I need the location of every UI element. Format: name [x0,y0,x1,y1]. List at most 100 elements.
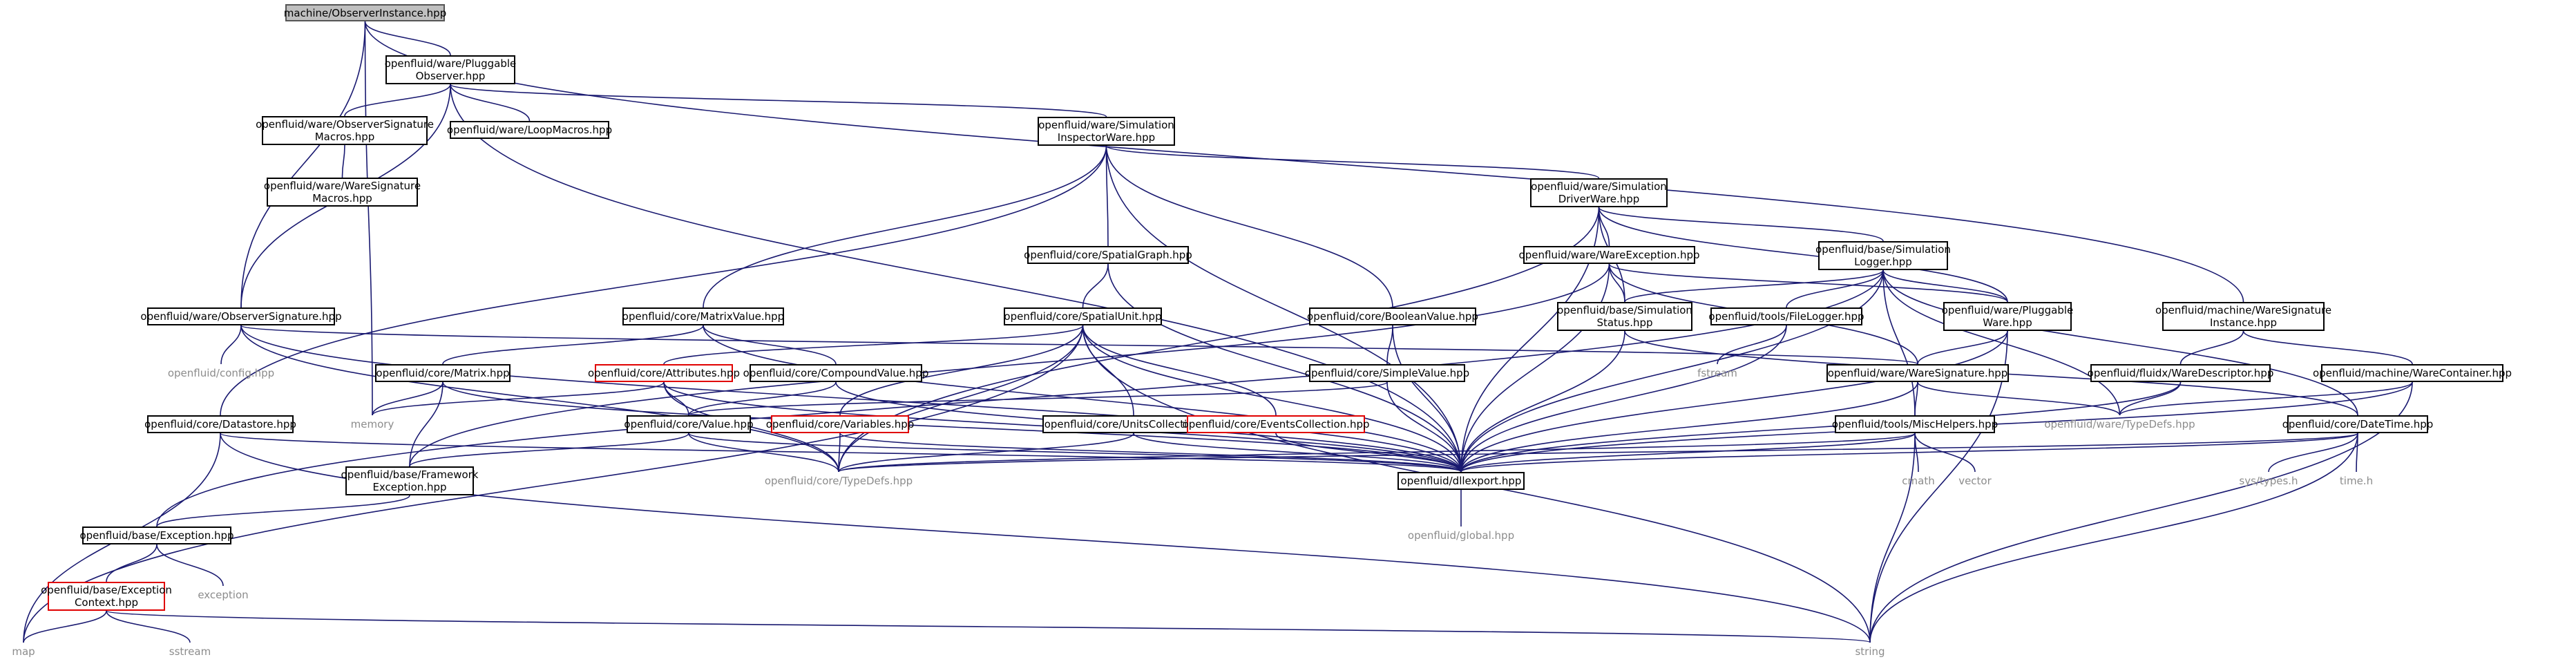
edge-observer_instance-to-machine_ware_sig_instance [364,21,2244,303]
node-simulation-driver-ware[interactable]: openfluid/ware/Simulation DriverWare.hpp [1530,178,1668,207]
node-observer-signature-macros[interactable]: openfluid/ware/ObserverSignature Macros.… [256,116,434,145]
edge-compound_value-to-value [688,381,837,416]
node-ware-exception[interactable]: openfluid/ware/WareException.hpp [1519,246,1700,264]
edge-sim_logger-to-sim_status [1624,269,1884,303]
edge-date_time-to-string [1869,433,2358,643]
node-global[interactable]: openfluid/global.hpp [1407,529,1515,542]
edge-matrix_value-to-dllexport [703,325,1462,473]
node-time-h[interactable]: time.h [2339,475,2374,487]
edge-sim_logger-to-misc_helpers [1882,269,1916,416]
node-framework-exception[interactable]: openfluid/base/Framework Exception.hpp [341,466,479,495]
node-file-logger[interactable]: openfluid/tools/FileLogger.hpp [1708,307,1864,325]
edge-machine_ware_sig_instance-to-ware_container [2242,330,2413,365]
edge-date_time-to-core_typedefs [838,433,2358,473]
node-spatial-unit[interactable]: openfluid/core/SpatialUnit.hpp [1004,307,1162,325]
edge-attributes-to-memory [372,381,665,416]
edge-date_time-to-dllexport [1460,433,2358,473]
edge-misc_helpers-to-core_typedefs [838,433,1916,473]
edge-units_collection-to-dllexport [1133,433,1462,473]
edge-pluggable_observer-to-observer_sig_macros [344,84,451,117]
node-value[interactable]: openfluid/core/Value.hpp [624,415,754,433]
edge-sim_inspector-to-sim_driver [1105,145,1600,179]
node-boolean-value[interactable]: openfluid/core/BooleanValue.hpp [1307,307,1478,325]
edge-base_exception-to-exception [156,544,224,587]
edge-spatial_unit-to-dllexport [1082,325,1462,473]
edge-variables-to-dllexport [839,433,1462,473]
node-config[interactable]: openfluid/config.hpp [167,367,275,379]
edge-spatial_unit-to-events_collection [1082,325,1277,416]
node-pluggable-ware[interactable]: openfluid/ware/Pluggable Ware.hpp [1942,302,2073,331]
node-loop-macros[interactable]: openfluid/ware/LoopMacros.hpp [447,121,612,139]
edge-sim_driver-to-sim_logger [1598,207,1884,242]
edge-sim_inspector-to-matrix_value [703,145,1107,308]
node-ware-signature-macros[interactable]: openfluid/ware/WareSignature Macros.hpp [264,178,421,207]
node-observer-signature[interactable]: openfluid/ware/ObserverSignature.hpp [140,307,342,325]
node-fstream[interactable]: fstream [1697,367,1737,379]
edge-spatial_unit-to-core_typedefs [838,325,1084,473]
node-core-typedefs[interactable]: openfluid/core/TypeDefs.hpp [764,475,913,487]
edge-exception_context-to-string [106,610,1871,643]
edge-observer_sig-to-ware_signature [240,325,1918,365]
node-spatial-graph[interactable]: openfluid/core/SpatialGraph.hpp [1024,246,1192,264]
node-memory[interactable]: memory [350,418,394,430]
edge-spatial_unit-to-map [23,325,1084,643]
edge-pluggable_ware-to-string [1869,330,2008,643]
edge-spatial_unit-to-attributes [663,325,1084,365]
node-ware-signature[interactable]: openfluid/ware/WareSignature.hpp [1826,364,2009,382]
node-pluggable-observer[interactable]: openfluid/ware/Pluggable Observer.hpp [385,55,516,84]
node-machine-ware-signature-instance[interactable]: openfluid/machine/WareSignature Instance… [2155,302,2331,331]
edge-ware_container-to-ware_typedefs [2119,381,2413,416]
edge-misc_helpers-to-vector [1914,433,1976,473]
edge-simple_value-to-dllexport [1386,381,1462,473]
edge-matrix_value-to-matrix [442,325,704,365]
node-exception-context[interactable]: openfluid/base/Exception Context.hpp [41,582,172,611]
node-variables[interactable]: openfluid/core/Variables.hpp [766,415,914,433]
edge-pluggable_observer-to-sim_inspector [450,84,1107,117]
node-map[interactable]: map [12,645,35,658]
node-sys-types[interactable]: sys/types.h [2239,475,2298,487]
node-simulation-inspector-ware[interactable]: openfluid/ware/Simulation InspectorWare.… [1038,117,1175,146]
node-misc-helpers[interactable]: openfluid/tools/MiscHelpers.hpp [1832,415,1998,433]
edge-spatial_unit-to-variables [839,325,1084,416]
node-compound-value[interactable]: openfluid/core/CompoundValue.hpp [743,364,928,382]
node-events-collection[interactable]: openfluid/core/EventsCollection.hpp [1183,415,1370,433]
node-vector[interactable]: vector [1958,475,1992,487]
node-datastore[interactable]: openfluid/core/Datastore.hpp [144,415,296,433]
edge-datastore-to-string [220,433,1871,643]
edge-value-to-core_typedefs [688,433,839,473]
edge-value-to-framework_exception [409,433,689,467]
node-ware-descriptor[interactable]: openfluid/fluidx/WareDescriptor.hpp [2088,364,2273,382]
node-sstream[interactable]: sstream [169,645,211,658]
edge-matrix-to-memory [372,381,443,416]
node-simple-value[interactable]: openfluid/core/SimpleValue.hpp [1305,364,1469,382]
edge-sim_inspector-to-spatial_graph [1105,145,1109,247]
edge-observer_instance-to-pluggable_observer [364,21,451,56]
node-matrix[interactable]: openfluid/core/Matrix.hpp [375,364,511,382]
node-date-time[interactable]: openfluid/core/DateTime.hpp [2282,415,2433,433]
node-base-exception[interactable]: openfluid/base/Exception.hpp [79,527,234,544]
node-simulation-logger[interactable]: openfluid/base/Simulation Logger.hpp [1815,241,1951,270]
node-attributes[interactable]: openfluid/core/Attributes.hpp [588,364,740,382]
edge-observer_instance-to-memory [364,21,373,416]
edge-spatial_graph-to-spatial_unit [1082,263,1109,308]
edge-sim_status-to-dllexport [1460,330,1625,473]
edge-sim_logger-to-file_logger [1786,269,1884,308]
node-observer-instance[interactable]: machine/ObserverInstance.hpp [284,4,446,21]
node-matrix-value[interactable]: openfluid/core/MatrixValue.hpp [622,307,784,325]
edge-pluggable_observer-to-dllexport [450,84,1462,473]
node-cmath[interactable]: cmath [1902,475,1935,487]
edge-spatial_unit-to-units_collection [1082,325,1134,416]
node-simulation-status[interactable]: openfluid/base/Simulation Status.hpp [1557,302,1692,331]
node-dllexport[interactable]: openfluid/dllexport.hpp [1397,472,1525,490]
node-ware-container[interactable]: openfluid/machine/WareContainer.hpp [2313,364,2512,382]
node-ware-typedefs[interactable]: openfluid/ware/TypeDefs.hpp [2044,418,2195,430]
edge-observer_sig_macros-to-ware_sig_macros [341,144,345,178]
node-string[interactable]: string [1855,645,1885,658]
node-exception[interactable]: exception [198,589,249,601]
edge-simple_value-to-value [688,381,1388,416]
edge-sim_inspector-to-dllexport [1105,145,1462,473]
edge-file_logger-to-fstream [1717,325,1787,365]
edge-pluggable_ware-to-dllexport [1460,330,2008,473]
edge-base_exception-to-exception_context [106,544,158,582]
